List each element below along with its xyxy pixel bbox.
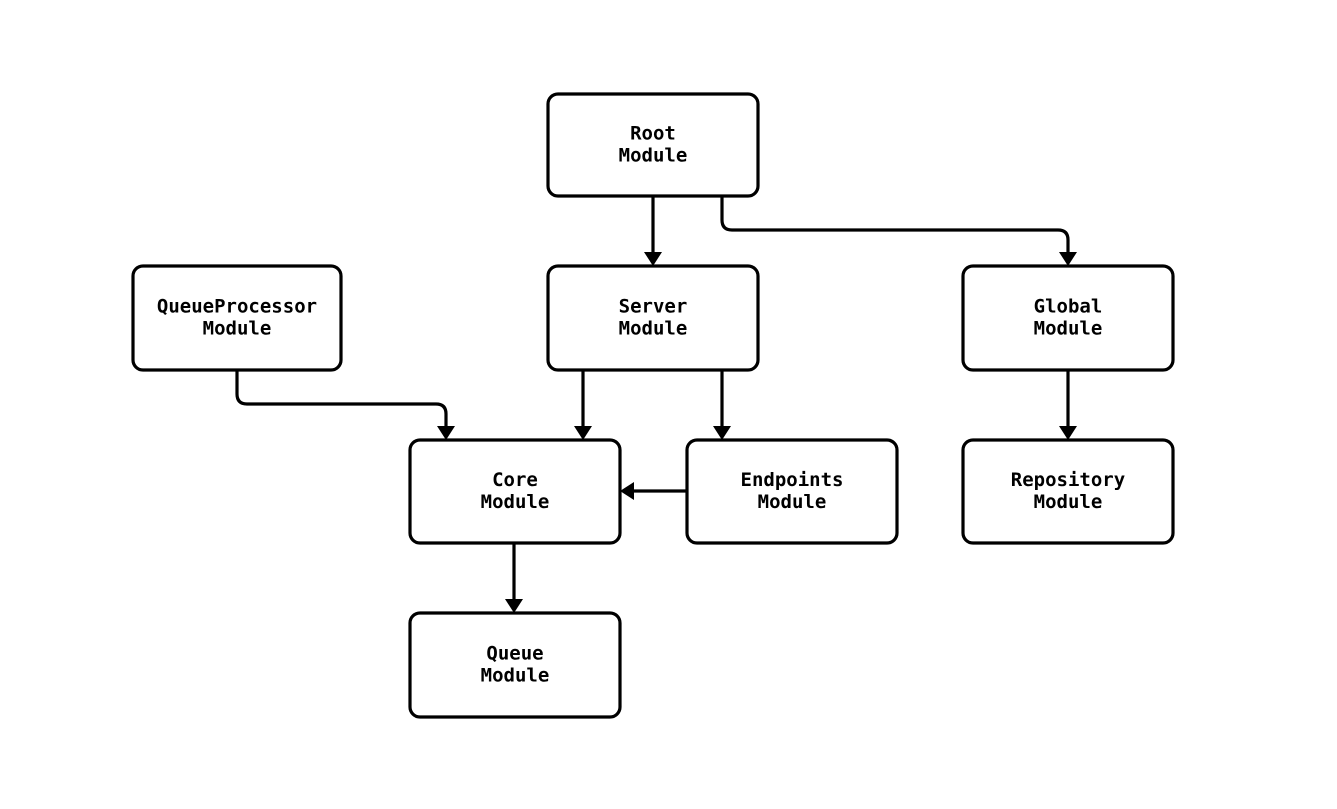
node-label-line1: Queue [486,643,543,665]
node-label-line1: Server [619,296,688,318]
edge-root-to-server [644,196,662,266]
node-label-line1: QueueProcessor [157,296,317,318]
node-label-line2: Module [1034,491,1103,513]
edge-line [720,196,1070,258]
node-label-line2: Module [758,491,827,513]
node-box[interactable] [546,92,760,198]
node-label-line1: Root [630,123,676,145]
arrow-head-icon [644,252,662,266]
arrow-head-icon [574,426,592,440]
arrow-head-icon [620,482,634,500]
node-label-line2: Module [203,318,272,340]
node-label-line2: Module [481,665,550,687]
node-box[interactable] [961,438,1175,545]
arrow-head-icon [713,426,731,440]
node-box[interactable] [131,264,343,372]
node-label-line1: Endpoints [741,469,844,491]
node-box[interactable] [961,264,1175,372]
edges-layer [235,196,1077,613]
edge-line [235,370,448,432]
edge-global-to-repository [1059,370,1077,440]
node-label-line2: Module [481,491,550,513]
node-label-line2: Module [619,318,688,340]
node-label-line2: Module [1034,318,1103,340]
node-label-line1: Core [492,469,538,491]
node-label-line1: Global [1034,296,1103,318]
edge-queueprocessor-to-core [235,370,455,440]
arrow-head-icon [1059,426,1077,440]
node-label-line2: Module [619,145,688,167]
node-box[interactable] [685,438,899,545]
node-box[interactable] [546,264,760,372]
arrow-head-icon [1059,252,1077,266]
edge-server-to-endpoints [713,370,731,440]
arrow-head-icon [437,426,455,440]
edge-server-to-core [574,370,592,440]
node-label-line1: Repository [1011,469,1125,491]
node-box[interactable] [408,438,622,545]
node-box[interactable] [408,611,622,719]
edge-endpoints-to-core [620,482,687,500]
edge-core-to-queue [505,543,523,613]
nodes-layer: RootModuleQueueProcessorModuleServerModu… [131,92,1175,719]
arrow-head-icon [505,599,523,613]
edge-root-to-global [720,196,1077,266]
